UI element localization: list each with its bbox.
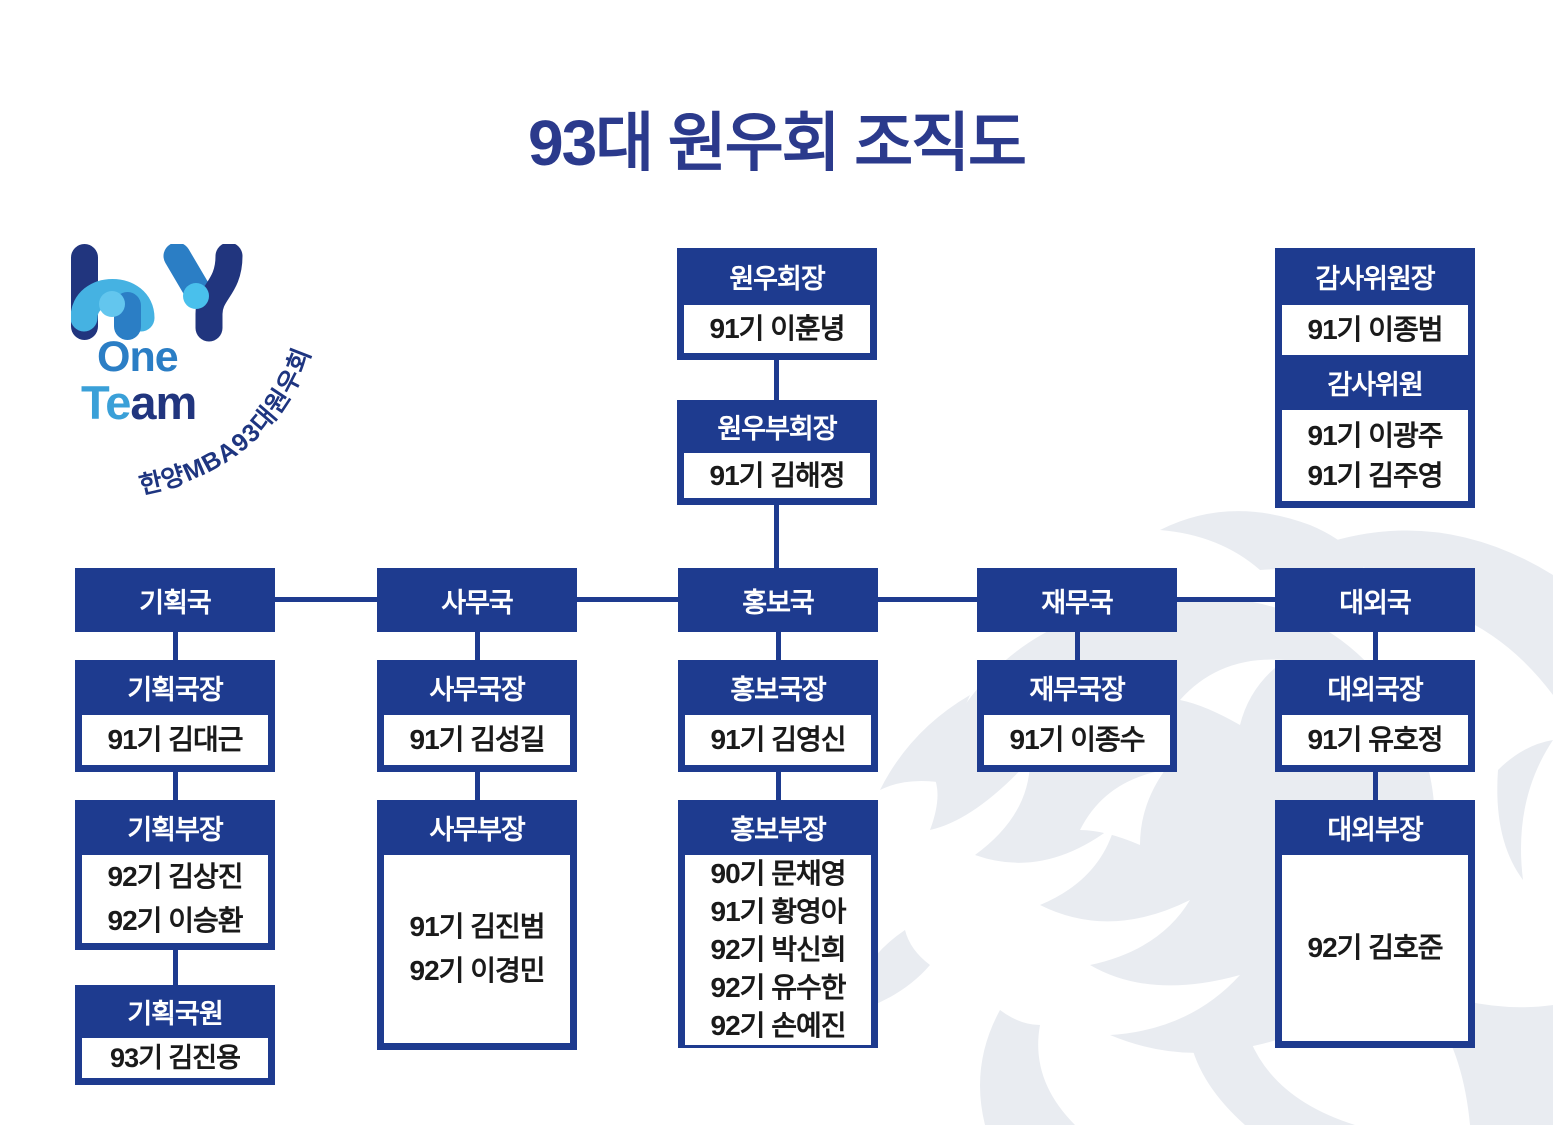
logo-team-dark-segment: am [130,376,197,429]
role-label: 기획국원 [127,999,223,1029]
dept-label: 홍보국 [742,587,815,618]
member-name: 91기 이훈녕 [709,313,846,344]
role-label: 원우회장 [729,264,825,294]
member-list: 91기 이종수 [984,715,1170,765]
member-name: 91기 김대근 [107,724,244,755]
role-label: 감사위원 [1327,370,1423,400]
connector-line [173,950,178,985]
member-name: 90기 문채영 [710,858,847,889]
member-name: 91기 이종수 [1009,724,1146,755]
connector-line [878,597,977,602]
member-list: 91기 이광주 91기 김주영 [1282,410,1468,501]
connector-line [475,632,480,660]
member-name: 91기 김주영 [1307,459,1444,491]
logo-arc-text: 한양MBA93대원우회 [136,344,316,500]
svg-text:한양MBA93대원우회: 한양MBA93대원우회 [136,344,316,500]
member-name: 92기 유수한 [710,972,847,1003]
unit-box-홍보부장: 홍보부장 90기 문채영 91기 황영아 92기 박신희 92기 유수한 92기 손예진 [678,800,878,1048]
connector-line [776,772,781,800]
connector-line [1373,632,1378,660]
member-name: 91기 김영신 [710,724,847,755]
role-label: 기획국장 [127,675,223,705]
member-name: 91기 김진범 [409,911,546,942]
logo-one-text: One [97,333,179,381]
member-list: 91기 김진범 92기 이경민 [384,855,570,1043]
dept-label: 기획국 [139,587,212,618]
member-list: 91기 유호정 [1282,715,1468,765]
member-name: 91기 김해정 [709,459,846,491]
unit-box-대외국장: 대외국장 91기 유호정 [1275,660,1475,772]
member-name: 91기 황영아 [710,896,847,927]
member-list: 91기 김영신 [685,715,871,765]
connector-line [173,632,178,660]
dept-label: 대외국 [1339,587,1412,618]
hy-oneteam-logo: One Team 한양MBA93대원우회 [55,230,355,515]
role-label: 홍보국장 [730,675,826,705]
connector-line [776,632,781,660]
unit-box-대외부장: 대외부장 92기 김호준 [1275,800,1475,1048]
connector-line [275,597,377,602]
member-name: 92기 손예진 [710,1010,847,1041]
connector-line [173,772,178,800]
unit-box-기획부장: 기획부장 92기 김상진 92기 이승환 [75,800,275,950]
member-name: 92기 김상진 [107,861,244,892]
dept-label: 사무국 [441,587,514,618]
dept-box-대외국: 대외국 [1275,568,1475,632]
connector-line [1177,597,1275,602]
member-list: 91기 김성길 [384,715,570,765]
unit-box-홍보국장: 홍보국장 91기 김영신 [678,660,878,772]
member-name: 92기 박신희 [710,934,847,965]
member-name: 92기 이경민 [409,955,546,986]
member-name: 92기 이승환 [107,905,244,936]
dept-box-재무국: 재무국 [977,568,1177,632]
member-name: 91기 김성길 [409,724,546,755]
connector-line [577,597,678,602]
member-list: 93기 김진용 [82,1038,268,1078]
role-label: 대외국장 [1327,675,1423,705]
unit-box-사무부장: 사무부장 91기 김진범 92기 이경민 [377,800,577,1050]
dept-box-기획국: 기획국 [75,568,275,632]
role-label: 원우부회장 [717,414,837,444]
role-label: 홍보부장 [730,815,826,845]
page-title: 93대 원우회 조직도 [528,107,1027,179]
president-box: 원우회장 91기 이훈녕 [677,248,877,360]
unit-box-기획국장: 기획국장 91기 김대근 [75,660,275,772]
role-label: 감사위원장 [1315,264,1435,294]
member-name: 92기 김호준 [1307,932,1444,963]
audit-committee-box: 감사위원장 91기 이종범 감사위원 91기 이광주 91기 김주영 [1275,248,1475,508]
dept-label: 재무국 [1041,587,1114,618]
logo-team-light-segment: Te [81,376,131,429]
dept-box-홍보국: 홍보국 [678,568,878,632]
member-list: 92기 김상진 92기 이승환 [82,855,268,943]
role-label: 사무국장 [429,675,525,705]
logo-team-text: Team [81,375,197,430]
connector-line [774,360,779,400]
unit-box-사무국장: 사무국장 91기 김성길 [377,660,577,772]
member-list: 92기 김호준 [1282,855,1468,1041]
role-label: 재무국장 [1029,675,1125,705]
member-list: 91기 김대근 [82,715,268,765]
vice-president-box: 원우부회장 91기 김해정 [677,400,877,505]
connector-line [1075,632,1080,660]
connector-line [1373,772,1378,800]
hy-logo-mark [71,244,243,342]
connector-line [475,772,480,800]
role-label: 대외부장 [1327,815,1423,845]
unit-box-재무국장: 재무국장 91기 이종수 [977,660,1177,772]
member-name: 91기 이종범 [1307,314,1444,345]
role-label: 기획부장 [127,815,223,845]
dept-box-사무국: 사무국 [377,568,577,632]
member-name: 91기 유호정 [1307,724,1444,755]
member-list: 91기 김해정 [684,453,870,498]
member-name: 93기 김진용 [110,1043,241,1073]
connector-line [774,505,779,568]
member-list: 91기 이훈녕 [684,305,870,353]
member-list: 90기 문채영 91기 황영아 92기 박신희 92기 유수한 92기 손예진 [685,855,871,1045]
member-name: 91기 이광주 [1307,419,1444,451]
unit-box-기획국원: 기획국원 93기 김진용 [75,985,275,1085]
role-label: 사무부장 [429,815,525,845]
member-list: 91기 이종범 [1282,305,1468,355]
